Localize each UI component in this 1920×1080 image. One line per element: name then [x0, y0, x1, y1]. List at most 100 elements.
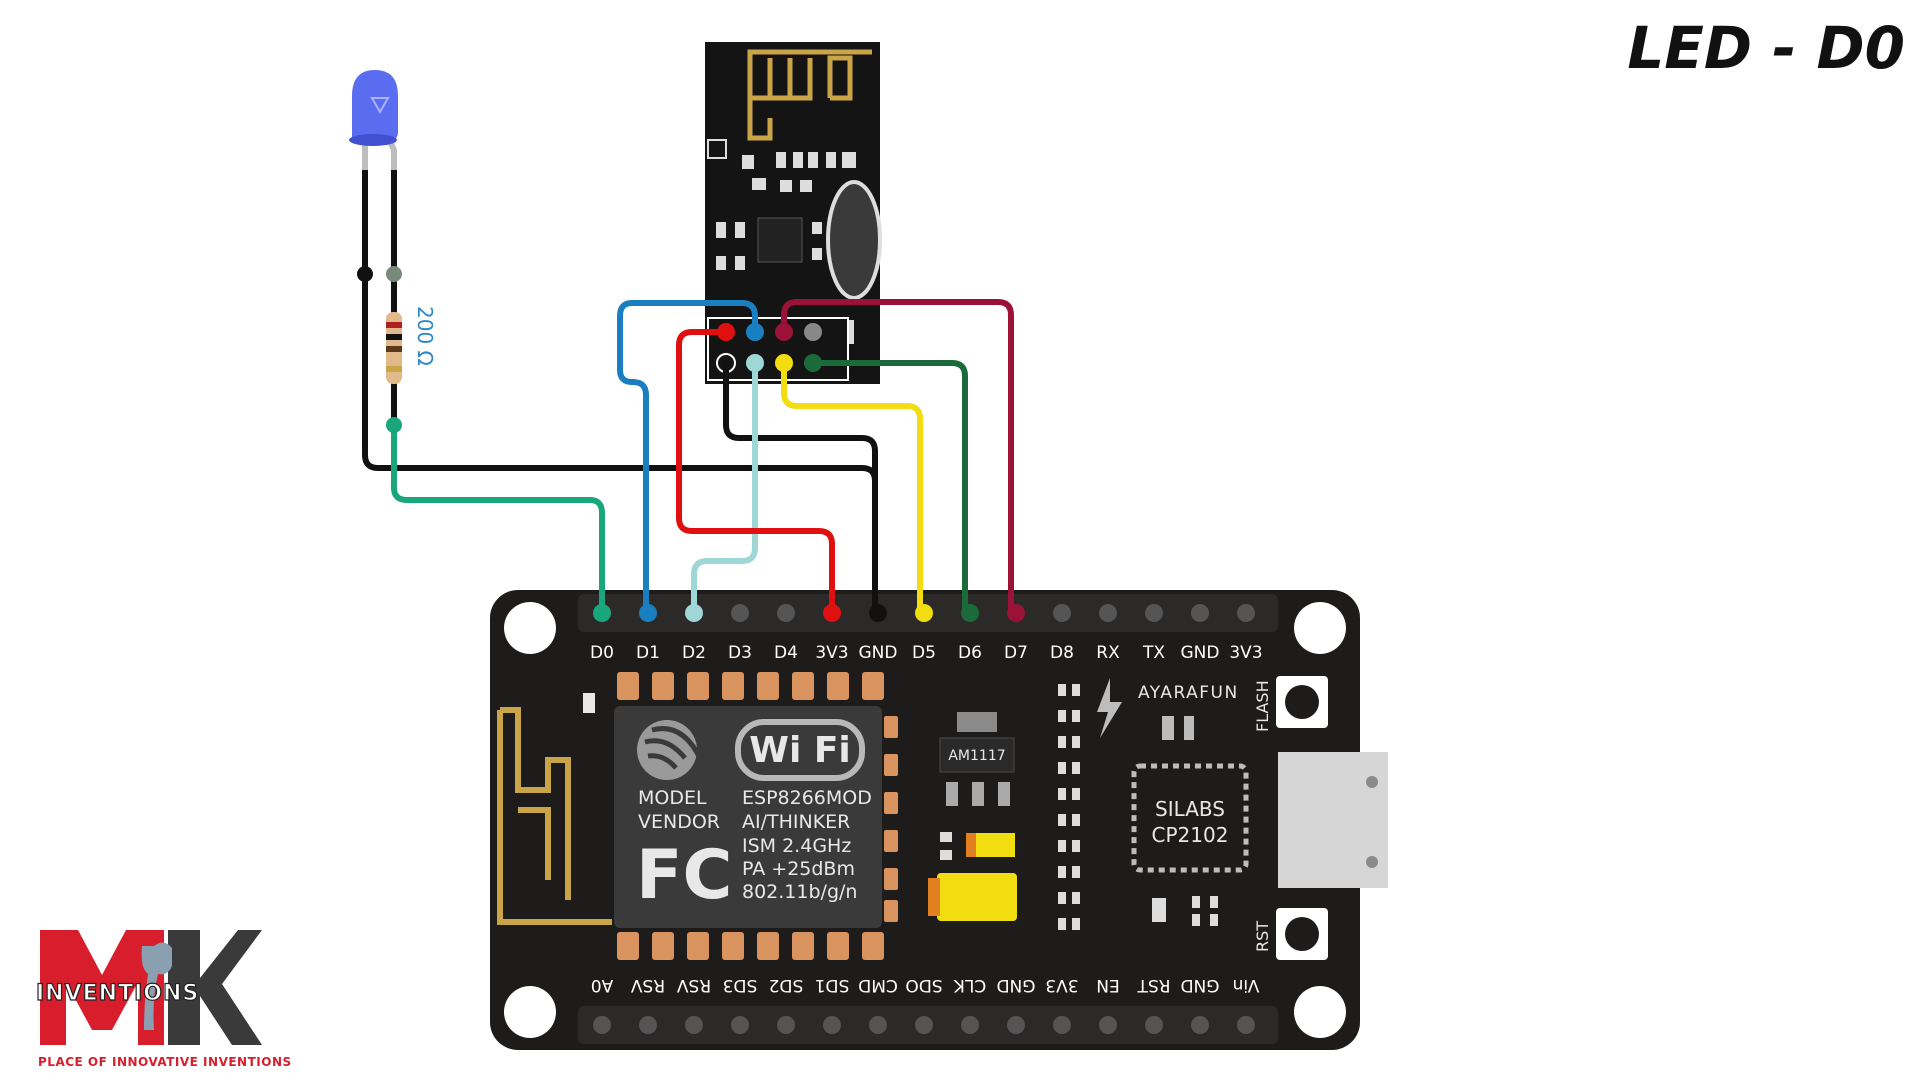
- usb-chip-label: SILABS: [1155, 797, 1225, 821]
- junction: [357, 266, 373, 282]
- header-pin-rsv: [639, 1016, 657, 1034]
- pin-label: SD1: [815, 975, 850, 995]
- pin-label: GND: [1181, 643, 1220, 663]
- wire-nrf-d7: [781, 299, 1014, 615]
- header-pin-3v3: [1237, 604, 1255, 622]
- pin-label: D7: [1004, 643, 1028, 663]
- reset-button-label: RST: [1253, 921, 1272, 952]
- pin-label: RSV: [631, 975, 666, 995]
- pin-label: SDO: [905, 975, 942, 995]
- wire-led-d0: [391, 422, 605, 615]
- pin-label: A0: [591, 975, 613, 995]
- pin-label: RST: [1137, 975, 1171, 995]
- wire-nrf-d5: [781, 360, 923, 615]
- pin-label: CLK: [953, 975, 986, 995]
- wires: [362, 165, 1014, 615]
- reset-button-cap[interactable]: [1285, 917, 1319, 951]
- pin-label: SD2: [769, 975, 804, 995]
- junction: [386, 417, 402, 433]
- usb-chip-label: CP2102: [1152, 823, 1229, 847]
- mount-hole: [1294, 602, 1346, 654]
- pin-label: CMD: [858, 975, 898, 995]
- wire-nrf-gnd: [723, 360, 878, 615]
- header-pin-rsv: [685, 1016, 703, 1034]
- wire-nrf-3v3: [676, 329, 835, 615]
- regulator-chip: [939, 737, 1015, 773]
- header-pin-en: [1099, 1016, 1117, 1034]
- nrf-pin-sck: [775, 354, 793, 372]
- nrf-pin-csn: [746, 323, 764, 341]
- pin-label: D3: [728, 643, 752, 663]
- nrf-pin-ce: [746, 354, 764, 372]
- nrf-antenna: [747, 49, 872, 141]
- logo-word: INVENTIONS: [36, 981, 199, 1006]
- logo-tagline: PLACE OF INNOVATIVE INVENTIONS: [38, 1055, 292, 1069]
- module-line: 802.11b/g/n: [742, 881, 857, 903]
- wire-nrf-d6: [810, 360, 968, 615]
- header-pin-rst: [1145, 1016, 1163, 1034]
- pin-label: GND: [859, 643, 898, 663]
- header-pin-d8: [1053, 604, 1071, 622]
- robot-figure-icon: [141, 942, 172, 1030]
- led: [349, 70, 398, 170]
- mount-hole: [504, 602, 556, 654]
- header-pin-3v3: [1053, 1016, 1071, 1034]
- wifi-logo-frame: [735, 719, 865, 781]
- mount-hole: [1294, 986, 1346, 1038]
- logo-letter-k: [168, 930, 262, 1045]
- nrf-pin-miso: [804, 354, 822, 372]
- header-pin-tx: [1145, 604, 1163, 622]
- pin-label: 3V3: [1229, 643, 1262, 663]
- pin-label: 3V3: [1045, 975, 1078, 995]
- pin-label: GND: [997, 975, 1036, 995]
- header-pin-rx: [1099, 604, 1117, 622]
- header-pin-sd3: [731, 1016, 749, 1034]
- header-pin-gnd: [1191, 604, 1209, 622]
- pin-label: RX: [1096, 643, 1120, 663]
- pin-label: D6: [958, 643, 982, 663]
- pin-label: EN: [1096, 975, 1119, 995]
- nodemcu-board: Wi Fi MODEL VENDOR FC ESP8266MOD AI/THIN…: [490, 590, 1388, 1050]
- header-pin-sdo: [915, 1016, 933, 1034]
- pin-label: TX: [1142, 643, 1165, 663]
- mk-inventions-logo: INVENTIONS PLACE OF INNOVATIVE INVENTION…: [35, 930, 292, 1069]
- pin-label: D0: [590, 643, 614, 663]
- pin-label: D8: [1050, 643, 1074, 663]
- header-pin-sd2: [777, 1016, 795, 1034]
- nrf-pin-vcc: [717, 323, 735, 341]
- pin-label: D2: [682, 643, 706, 663]
- nrf-pin-irq: [804, 323, 822, 341]
- header-pin-vin: [1237, 1016, 1255, 1034]
- pin-label: D1: [636, 643, 660, 663]
- nrf-pin-mosi: [775, 323, 793, 341]
- wire-nrf-d1: [617, 300, 758, 615]
- pin-label: RSV: [677, 975, 712, 995]
- module-pads: [617, 672, 898, 960]
- header-pin-a0: [593, 1016, 611, 1034]
- espressif-icon: [637, 720, 703, 780]
- header-pin-gnd: [1007, 1016, 1025, 1034]
- capacitor: [937, 873, 1017, 921]
- diagram-title: LED - D0: [1627, 14, 1905, 82]
- resistor: [386, 312, 402, 384]
- flash-button-cap[interactable]: [1285, 685, 1319, 719]
- usb-chip: [1131, 763, 1249, 873]
- header-pin-clk: [961, 1016, 979, 1034]
- fcc-logo: FC: [636, 836, 732, 915]
- lightning-icon: [1097, 678, 1122, 738]
- nrf-chip: [757, 217, 803, 263]
- pin-label: 3V3: [815, 643, 848, 663]
- header-pin-cmd: [869, 1016, 887, 1034]
- pin-label: Vin: [1233, 975, 1260, 995]
- resistor-label: 200 Ω: [413, 306, 437, 366]
- regulator-label: AM1117: [948, 748, 1005, 764]
- header-pin-d3: [731, 604, 749, 622]
- pin-label: D5: [912, 643, 936, 663]
- flash-button-label: FLASH: [1253, 680, 1272, 732]
- pin-label: D4: [774, 643, 798, 663]
- module-line: PA +25dBm: [742, 858, 855, 880]
- wire-nrf-d2: [691, 360, 758, 615]
- header-pin-sd1: [823, 1016, 841, 1034]
